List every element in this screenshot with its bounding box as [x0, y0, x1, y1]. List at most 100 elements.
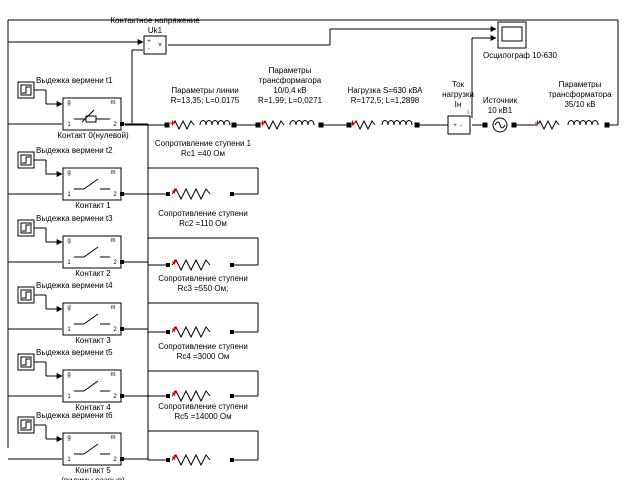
resistor-value-5: Rc5 =14000 Ом [174, 412, 232, 421]
timer-label-3: Выдежка вермени t3 [36, 214, 113, 223]
contact-port-2: 2 [113, 457, 117, 463]
load-title: Нагрузка S=630 кВА [347, 86, 423, 95]
timer-block-3[interactable] [17, 219, 35, 237]
line-title: Параметры линии [171, 86, 239, 95]
contact-port-m: m [110, 170, 116, 176]
meter-minus-label: - [148, 46, 150, 52]
load-rl-branch[interactable] [346, 119, 420, 131]
resistor-title-1: Сопротивление ступени 1 [154, 139, 252, 148]
contact-port-1: 1 [67, 327, 71, 333]
stage-block-4 [8, 353, 148, 403]
contact-block-5[interactable] [62, 432, 124, 466]
source-value: 10 кВ1 [487, 106, 513, 115]
meter-title: Контактное напряжение [110, 16, 200, 25]
timer-label-2: Выдежка вермени t2 [36, 146, 113, 155]
contact-port-2: 2 [113, 122, 117, 128]
trafo-high-title: Параметры [558, 80, 602, 89]
contact-block-1[interactable] [62, 167, 124, 201]
resistor-stage-1[interactable] [147, 124, 259, 201]
contact-port-g: g [67, 372, 71, 378]
contact-block-4[interactable] [62, 369, 124, 403]
timer-block-5[interactable] [17, 353, 35, 371]
timer-block-2[interactable] [17, 151, 35, 169]
wires [7, 19, 619, 448]
contact-block-3[interactable] [62, 302, 124, 336]
current-name: Iн [454, 100, 462, 109]
trafo-low-params: R=1,99; L=0,0271 [257, 96, 323, 105]
timer-block-1[interactable] [17, 81, 35, 99]
resistor-stage-3[interactable] [147, 262, 259, 339]
transformer-low-rl-branch[interactable] [255, 119, 324, 131]
current-title2: нагрузки [442, 90, 474, 99]
contact-port-m: m [110, 100, 116, 106]
resistor-title-3: Сопротивление ступени [158, 274, 248, 283]
contact-port-m: m [110, 305, 116, 311]
voltage-meter-block[interactable] [143, 35, 167, 55]
contact-label-5-sub: (видимы разрыв) [45, 476, 141, 480]
contact-port-1: 1 [67, 260, 71, 266]
scope-block[interactable] [497, 21, 527, 49]
transformer-high-rl-branch[interactable] [536, 119, 610, 131]
timer-block-6[interactable] [17, 416, 35, 434]
contact-label-4: Контакт 4 [75, 403, 111, 412]
load-params: R=172,5; L=1,2898 [350, 96, 420, 105]
resistor-stage-5[interactable] [147, 396, 259, 467]
contact-port-1: 1 [67, 122, 71, 128]
meter-name: Uk1 [147, 26, 163, 35]
trafo-high-title2: трансформатора [548, 90, 612, 99]
resistor-value-1: Rc1 =40 Ом [181, 149, 225, 158]
timer-label-4: Выдежка вермени t4 [36, 281, 113, 290]
timer-block-4[interactable] [17, 286, 35, 304]
current-title: Ток [451, 80, 465, 89]
contact-port-g: g [67, 305, 71, 311]
meter-v-label: v [158, 42, 162, 48]
current-i-label: i [467, 110, 469, 116]
stage-block-3 [8, 286, 148, 336]
contact-label-5: Контакт 5 [75, 466, 111, 475]
trafo-low-voltage: 10/0,4 кВ [273, 86, 307, 95]
contact-block-2[interactable] [62, 235, 124, 269]
resistor-stage-4[interactable] [147, 329, 259, 403]
resistor-value-4: Rc4 =3000 Ом [176, 352, 230, 361]
current-plus-label: + [453, 123, 457, 129]
timer-label-6: Выдежка вермени t6 [36, 411, 113, 420]
meter-plus-label: + [147, 39, 151, 45]
contact-port-2: 2 [113, 327, 117, 333]
contact-port-1: 1 [67, 394, 71, 400]
line-rl-branch[interactable] [164, 119, 237, 131]
line-params: R=13,35; L=0.0175 [170, 96, 240, 105]
contact-port-1: 1 [67, 457, 71, 463]
contact-label-3: Контакт 3 [75, 336, 111, 345]
trafo-high-voltage: 35/10 кВ [564, 100, 596, 109]
main-line-elements [164, 115, 610, 135]
contact-port-g: g [67, 100, 71, 106]
contact-blocks [8, 81, 259, 467]
stage-block-0 [8, 81, 148, 131]
contact-port-g: g [67, 170, 71, 176]
stage-block-1 [8, 151, 148, 201]
contact-label-1: Контакт 1 [75, 201, 111, 210]
timer-label-1: Выдежка вермени t1 [36, 76, 113, 85]
contact-port-m: m [110, 435, 116, 441]
voltage-source[interactable] [482, 117, 517, 133]
resistor-title-2: Сопротивление ступени [158, 209, 248, 218]
timer-label-5: Выдежка вермени t5 [36, 348, 113, 357]
contact-label-2: Контакт 2 [75, 269, 111, 278]
contact-port-m: m [110, 238, 116, 244]
resistor-value-2: Rc2 =110 Ом [179, 219, 227, 228]
source-title: Источник [482, 96, 518, 105]
stage-block-2 [8, 219, 148, 269]
scope-label: Осцилограф 10-630 [482, 51, 557, 60]
contact-port-g: g [67, 238, 71, 244]
contact-port-2: 2 [113, 192, 117, 198]
current-measurement-block[interactable] [447, 115, 471, 135]
trafo-low-title: Параметры [268, 66, 312, 75]
contact-port-2: 2 [113, 394, 117, 400]
resistor-stage-2[interactable] [147, 194, 259, 272]
contact-port-1: 1 [67, 192, 71, 198]
resistor-title-4: Сопротивление ступени [158, 342, 248, 351]
resistor-title-5: Сопротивление ступени [158, 402, 248, 411]
contact-block-0[interactable] [62, 97, 124, 131]
